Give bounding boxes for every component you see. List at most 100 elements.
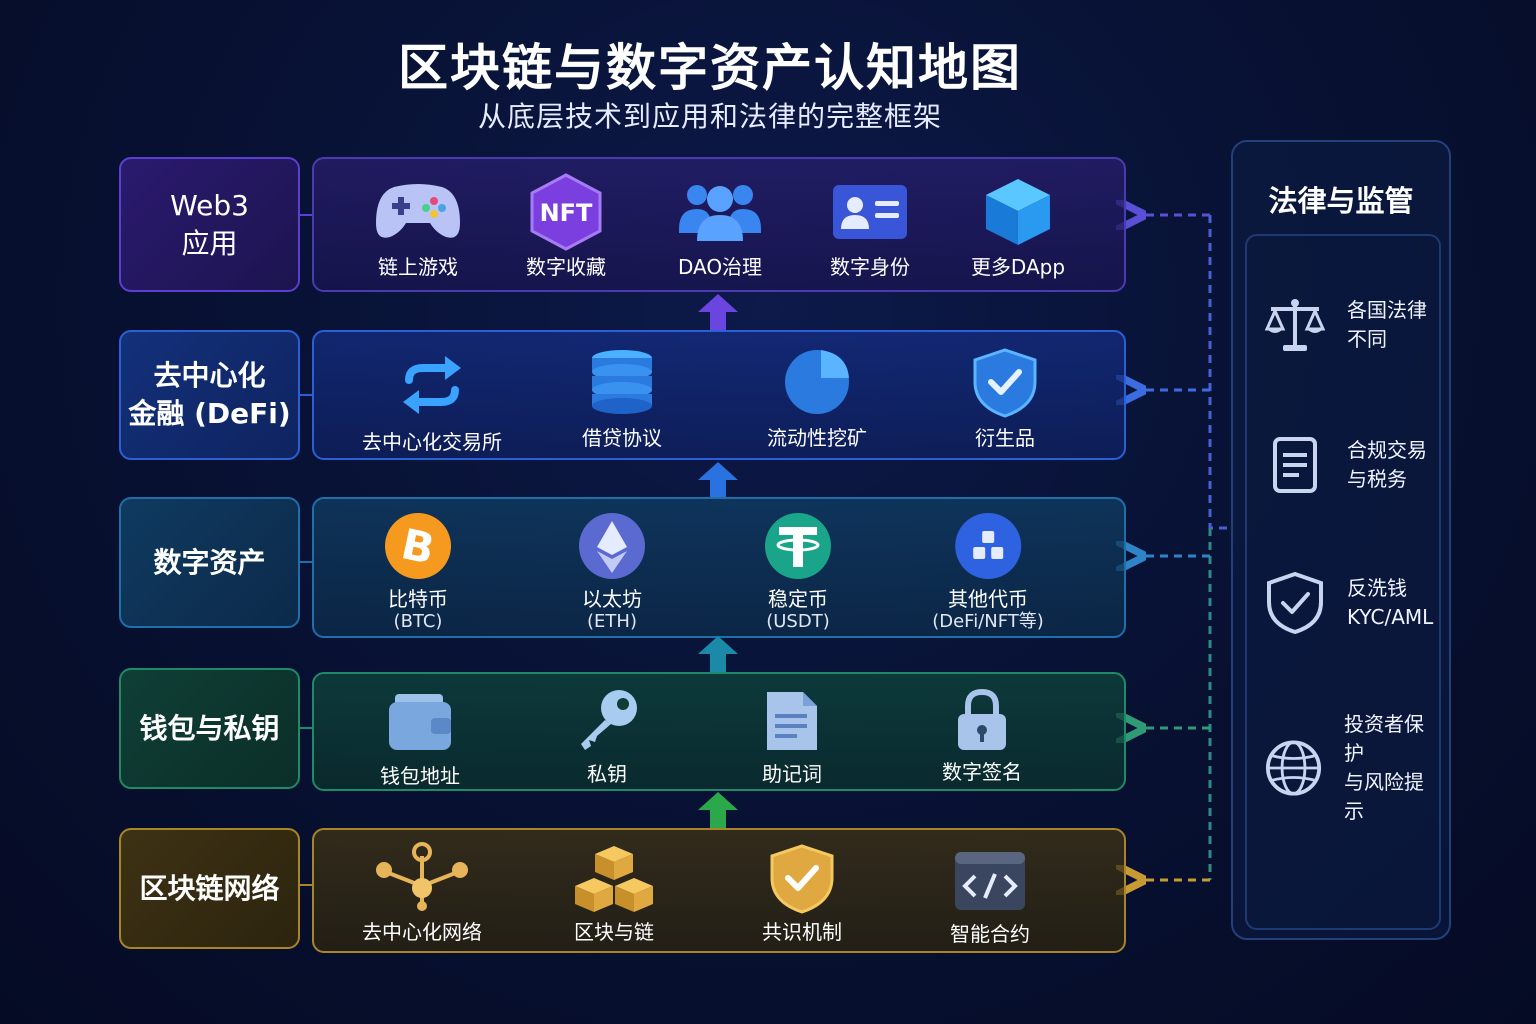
legal-item-compliance-tax[interactable]: 合规交易 与税务	[1265, 436, 1427, 494]
item-label: 数字收藏	[526, 255, 606, 279]
item-stablecoin[interactable]: 稳定币 (USDT)	[763, 511, 833, 633]
item-blocks-and-chain[interactable]: 区块与链	[573, 844, 655, 944]
page-title: 区块链与数字资产认知地图	[398, 39, 1022, 97]
item-label: 以太坊	[582, 587, 642, 611]
token-icon	[955, 513, 1021, 579]
layer-panel-blockchain-network: 去中心化网络 区块与链 共识机制 智能合约	[312, 828, 1126, 953]
item-label: 助记词	[762, 762, 822, 786]
item-consensus[interactable]: 共识机制	[762, 844, 842, 944]
layer-panel-digital-assets: B 比特币 (BTC) 以太坊 (ETH) 稳定币 (USDT) 其他代币	[312, 497, 1126, 638]
item-label: 共识机制	[762, 920, 842, 944]
layer-label-defi: 去中心化 金融 (DeFi)	[119, 330, 300, 460]
item-sublabel: (USDT)	[766, 611, 830, 632]
item-bitcoin[interactable]: B 比特币 (BTC)	[383, 511, 453, 633]
gamepad-icon	[376, 184, 460, 238]
page-subtitle: 从底层技术到应用和法律的完整框架	[477, 100, 942, 133]
document-icon	[767, 692, 817, 750]
bitcoin-icon: B	[385, 513, 451, 579]
item-smart-contract[interactable]: 智能合约	[950, 850, 1030, 946]
item-label: 衍生品	[975, 426, 1035, 450]
globe-icon	[1265, 740, 1322, 796]
item-liquidity-mining[interactable]: 流动性挖矿	[767, 348, 867, 450]
layer-panel-wallet: 钱包地址 私钥 助记词 数字签名	[312, 672, 1126, 791]
legal-item-line2: 与风险提示	[1344, 770, 1424, 823]
legal-panel: 法律与监管 各国法律 不同	[1231, 140, 1451, 940]
item-more-dapp[interactable]: 更多DApp	[971, 177, 1065, 279]
item-decentralized-network[interactable]: 去中心化网络	[362, 842, 482, 944]
legal-title: 法律与监管	[1268, 184, 1414, 218]
swap-arrows-icon	[403, 356, 461, 414]
item-digital-signature[interactable]: 数字签名	[942, 688, 1022, 784]
item-label: 借贷协议	[582, 426, 662, 450]
item-label: 钱包地址	[380, 764, 460, 788]
legal-item-investor-protection[interactable]: 投资者保护 与风险提示	[1265, 710, 1439, 826]
legal-item-line2: 不同	[1347, 327, 1387, 351]
network-nodes-icon	[376, 842, 468, 911]
item-label: 私钥	[587, 762, 627, 786]
item-label: 稳定币	[768, 587, 828, 611]
arrow-up-icon	[698, 792, 738, 828]
blocks-icon	[575, 846, 653, 912]
layer-label-web3: Web3 应用	[119, 157, 300, 292]
legal-list: 各国法律 不同 合规交易 与税务 反洗钱 KYC/AML	[1245, 234, 1441, 930]
shield-check-icon	[1267, 572, 1323, 634]
item-label: 比特币	[388, 587, 448, 611]
item-lending-protocol[interactable]: 借贷协议	[582, 348, 662, 450]
item-label: 去中心化交易所	[362, 430, 502, 454]
item-digital-identity[interactable]: 数字身份	[830, 183, 910, 279]
svg-text:NFT: NFT	[540, 199, 593, 227]
item-private-key[interactable]: 私钥	[575, 688, 639, 786]
wallet-icon	[389, 694, 451, 750]
item-other-tokens[interactable]: 其他代币 (DeFi/NFT等)	[932, 511, 1044, 633]
item-derivatives[interactable]: 衍生品	[973, 348, 1037, 450]
cube-icon	[986, 179, 1050, 245]
item-label: 更多DApp	[970, 255, 1066, 279]
layer-panel-web3: 链上游戏 NFT 数字收藏 DAO治理 数字身份	[312, 157, 1126, 292]
item-label: DAO治理	[677, 255, 763, 279]
item-label: 数字签名	[942, 760, 1022, 784]
layer-label-digital-assets: 数字资产	[119, 497, 300, 628]
item-wallet-address[interactable]: 钱包地址	[380, 692, 460, 788]
legal-item-national-laws[interactable]: 各国法律 不同	[1265, 296, 1427, 354]
item-label: 区块与链	[574, 920, 654, 944]
legal-item-line2: 与税务	[1347, 467, 1407, 491]
shield-check-icon	[973, 348, 1037, 418]
layer-label-line2: 金融 (DeFi)	[128, 397, 291, 430]
layer-label-line1: 区块链网络	[139, 871, 280, 905]
arrow-up-icon	[698, 462, 738, 498]
layer-label-line1: 钱包与私钥	[139, 711, 280, 745]
legal-item-line1: 投资者保护	[1344, 712, 1424, 765]
people-group-icon	[679, 185, 761, 241]
item-onchain-game[interactable]: 链上游戏	[374, 181, 462, 279]
item-ethereum[interactable]: 以太坊 (ETH)	[577, 511, 647, 633]
item-dex[interactable]: 去中心化交易所	[362, 354, 502, 454]
badge-check-icon	[770, 844, 834, 914]
nft-icon: NFT	[530, 173, 602, 251]
key-icon	[581, 690, 637, 750]
item-sublabel: (BTC)	[393, 611, 443, 632]
tether-icon	[765, 513, 831, 579]
item-label: 其他代币	[948, 587, 1028, 611]
item-label: 链上游戏	[378, 255, 458, 279]
legal-item-line1: 各国法律	[1347, 298, 1427, 322]
item-label: 流动性挖矿	[767, 426, 867, 450]
pie-chart-icon	[785, 350, 849, 414]
database-stack-icon	[592, 350, 652, 414]
layer-label-line1: 去中心化	[153, 359, 266, 393]
item-dao-governance[interactable]: DAO治理	[677, 181, 763, 279]
layer-label-line2: 应用	[181, 226, 238, 260]
ethereum-icon	[579, 513, 645, 579]
item-mnemonic[interactable]: 助记词	[762, 690, 822, 786]
legal-item-aml-kyc[interactable]: 反洗钱 KYC/AML	[1265, 572, 1433, 634]
arrow-up-icon	[698, 294, 738, 330]
padlock-icon	[958, 688, 1006, 750]
layer-label-line1: 数字资产	[153, 545, 266, 579]
layer-panel-defi: 去中心化交易所 借贷协议 流动性挖矿 衍生品	[312, 330, 1126, 460]
arrow-up-icon	[698, 636, 738, 672]
item-sublabel: (DeFi/NFT等)	[932, 611, 1044, 632]
item-sublabel: (ETH)	[587, 611, 637, 632]
item-digital-collectible[interactable]: NFT 数字收藏	[526, 173, 606, 279]
item-label: 去中心化网络	[362, 920, 482, 944]
item-label: 智能合约	[950, 922, 1030, 946]
